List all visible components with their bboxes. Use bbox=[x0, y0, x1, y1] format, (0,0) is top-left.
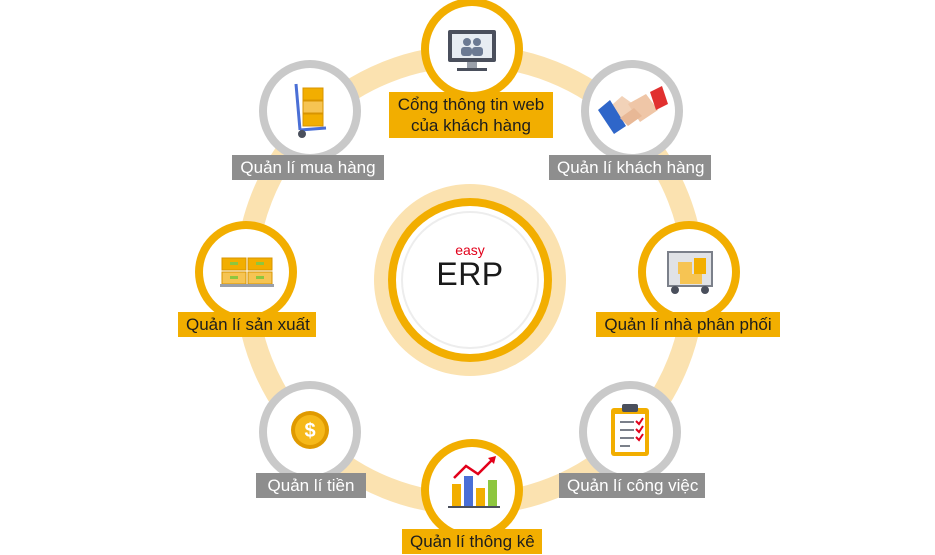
handshake-icon bbox=[598, 86, 668, 134]
label-line2: của khách hàng bbox=[410, 116, 532, 135]
clipboard-checklist-icon bbox=[611, 404, 649, 456]
hand-truck-icon bbox=[294, 83, 327, 138]
center-brand-title: ERP bbox=[436, 256, 504, 292]
label-statistics-management[interactable]: Quản lí thông kê bbox=[402, 529, 542, 554]
svg-text:$: $ bbox=[304, 420, 315, 442]
label-production-management[interactable]: Quản lí sản xuất bbox=[178, 312, 316, 337]
label-finance-management[interactable]: Quản lí tiền bbox=[256, 473, 366, 498]
label-customer-web-portal[interactable]: Cổng thông tin web của khách hàng bbox=[389, 92, 553, 138]
label-task-management[interactable]: Quản lí công việc bbox=[559, 473, 705, 498]
node-production-management[interactable] bbox=[195, 221, 297, 323]
stacked-boxes-icon bbox=[220, 257, 274, 287]
label-customer-management[interactable]: Quản lí khách hàng bbox=[549, 155, 711, 180]
monitor-icon bbox=[448, 30, 496, 71]
delivery-truck-icon bbox=[667, 251, 713, 294]
node-customer-web-portal[interactable] bbox=[421, 0, 523, 100]
label-line1: Cổng thông tin web bbox=[397, 95, 545, 114]
center-hub bbox=[374, 184, 566, 376]
dollar-coin-icon: $ bbox=[291, 411, 329, 449]
label-distributor-management[interactable]: Quản lí nhà phân phối bbox=[596, 312, 780, 337]
node-distributor-management[interactable] bbox=[638, 221, 740, 323]
node-purchasing-management[interactable] bbox=[259, 60, 361, 162]
node-task-management[interactable] bbox=[579, 381, 681, 483]
node-customer-management[interactable] bbox=[581, 60, 683, 162]
center-brand-small: easy bbox=[455, 242, 485, 258]
bar-chart-icon bbox=[448, 456, 500, 508]
label-purchasing-management[interactable]: Quản lí mua hàng bbox=[232, 155, 384, 180]
node-finance-management[interactable]: $ bbox=[259, 381, 361, 483]
node-statistics-management[interactable] bbox=[421, 439, 523, 541]
